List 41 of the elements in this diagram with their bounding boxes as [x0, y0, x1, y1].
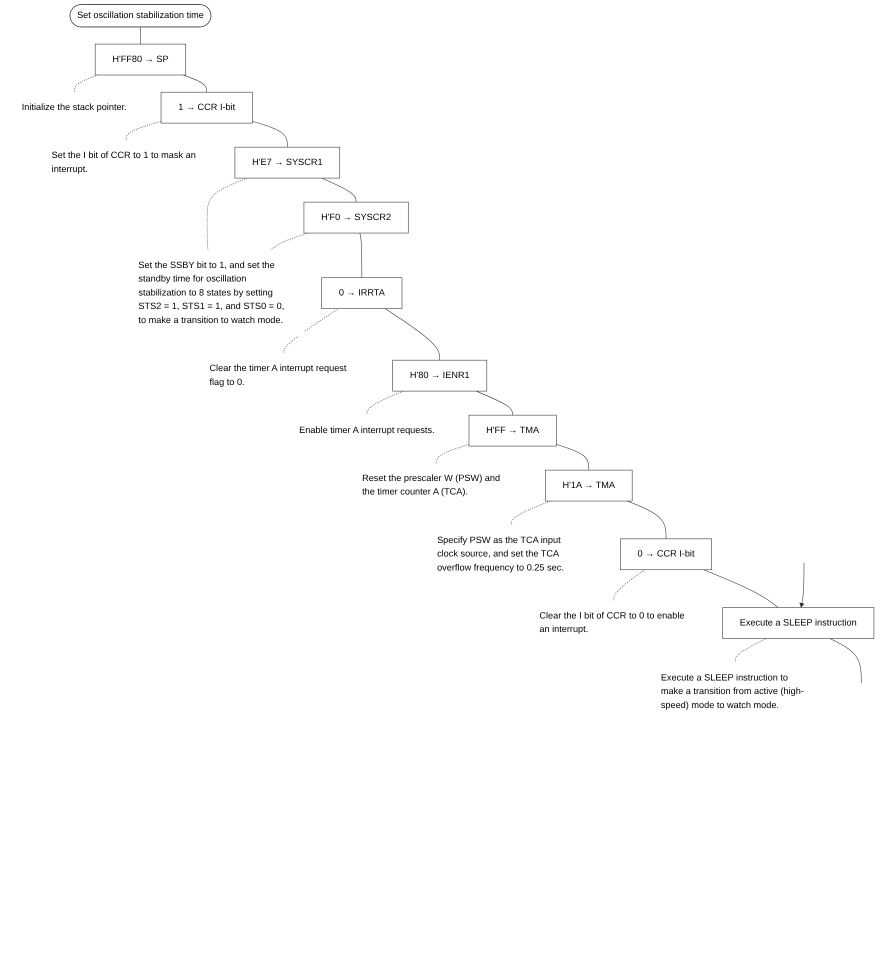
node-box: 0 → IRRTA	[321, 277, 402, 309]
node-text: Clear the I bit of CCR to 0 to enable an interrupt.	[539, 610, 684, 634]
node-text: Set the I bit of CCR to 1 to mask an interrupt.	[52, 150, 196, 174]
node-text: Reset the prescaler W (PSW) and the timer counter A (TCA).	[362, 474, 500, 498]
node-text: Set the SSBY bit to 1, and set the standby time for oscillation stabilization to 8 states by setting STS2 = 1, STS1 = 1, and STS0 = 0, to make a transition to watch mode.	[138, 260, 284, 326]
node-text: Execute a SLEEP instruction to make a transition from active (high-speed) mode to watch mode.	[660, 672, 804, 710]
node-box: H'FF → TMA	[468, 414, 557, 446]
connector	[270, 232, 308, 251]
connector	[829, 638, 862, 684]
connector	[511, 500, 550, 526]
connector	[182, 74, 208, 92]
connector	[126, 121, 162, 141]
node-box: H'F0 → SYSCR2	[304, 202, 409, 234]
node-text: Clear the timer A interrupt request flag to 0.	[209, 364, 346, 388]
connector	[734, 638, 768, 663]
node-box: 0 → CCR I-bit	[620, 538, 712, 570]
node-box: Execute a SLEEP instruction	[722, 607, 874, 639]
node-box: H'80 → IENR1	[392, 360, 488, 392]
connector	[140, 26, 142, 44]
node-box: H'E7 → SYSCR1	[234, 146, 340, 178]
connector	[436, 444, 470, 464]
connector	[284, 308, 339, 354]
arrow	[799, 562, 804, 608]
node-text: Specify PSW as the TCA input clock source, and set the TCA overflow frequency to 0.25 sec.	[437, 535, 564, 573]
connector	[366, 390, 404, 416]
connector	[206, 178, 248, 251]
node-box: H'1A → TMA	[545, 470, 632, 502]
connector	[74, 74, 98, 92]
connector	[359, 232, 362, 278]
connector	[321, 178, 356, 202]
node-box: H'FF80 → SP	[94, 44, 186, 76]
connector	[627, 500, 666, 540]
connector	[252, 121, 288, 148]
connector	[476, 390, 513, 416]
connector	[614, 569, 645, 601]
node-text: Initialize the stack pointer.	[22, 102, 127, 112]
connector	[703, 569, 779, 608]
connector	[556, 444, 590, 470]
connector	[384, 308, 440, 360]
node-box: 1 → CCR I-bit	[160, 92, 253, 124]
node-text: Enable timer A interrupt requests.	[299, 425, 435, 436]
